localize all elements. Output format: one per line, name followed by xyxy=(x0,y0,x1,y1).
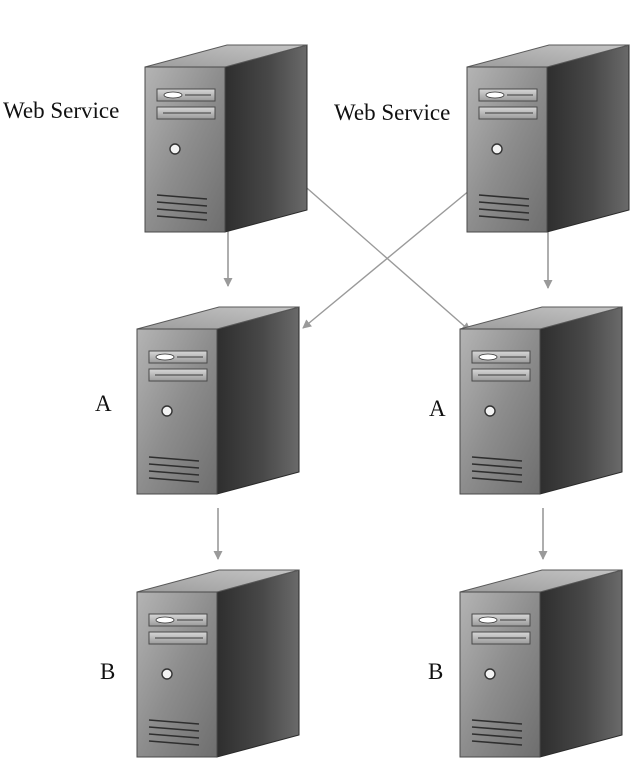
edge-ws1-a2 xyxy=(299,181,471,332)
server-nodes xyxy=(136,44,630,758)
connections xyxy=(213,181,553,560)
server-a2-icon xyxy=(459,306,623,495)
label-web-service-2: Web Service xyxy=(334,100,450,125)
label-a2: A xyxy=(429,396,446,421)
label-b1: B xyxy=(100,659,115,684)
label-web-service-1: Web Service xyxy=(3,98,119,123)
server-a1-icon xyxy=(136,306,300,495)
server-b2-icon xyxy=(459,569,623,758)
server-web-service-2-icon xyxy=(466,44,630,233)
node-labels: Web Service Web Service A A B B xyxy=(3,98,450,684)
edge-ws2-a1 xyxy=(302,189,471,329)
label-b2: B xyxy=(428,659,443,684)
server-web-service-1-icon xyxy=(144,44,308,233)
label-a1: A xyxy=(95,391,112,416)
server-b1-icon xyxy=(136,569,300,758)
